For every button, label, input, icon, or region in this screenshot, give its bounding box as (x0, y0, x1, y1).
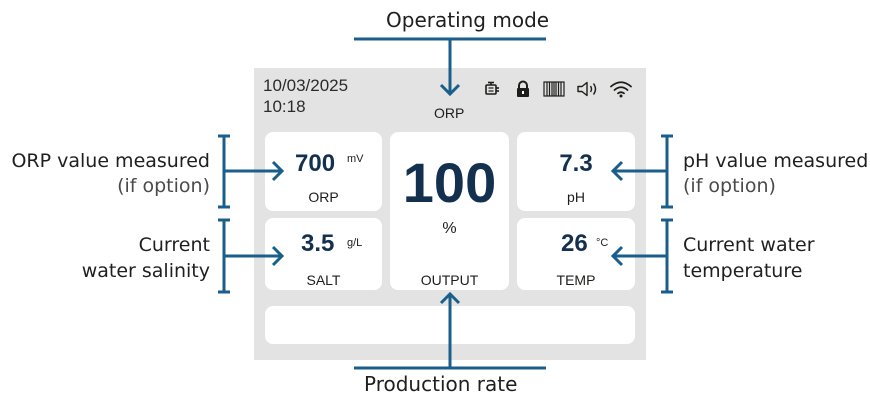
operating-mode-callout: Operating mode (386, 8, 550, 32)
date-readout: 10/03/2025 (263, 76, 349, 95)
production-rate-callout: Production rate (364, 372, 518, 396)
cell-icon (543, 80, 565, 98)
output-label: OUTPUT (420, 272, 479, 288)
temp-callout-line2: temperature (683, 260, 803, 282)
salt-unit: g/L (347, 237, 363, 249)
salt-label: SALT (306, 272, 341, 288)
temp-tile: 26 °C TEMP (517, 218, 635, 290)
orp-label: ORP (308, 189, 339, 205)
output-tile: 100 % OUTPUT (390, 132, 509, 290)
output-unit: % (442, 220, 457, 237)
output-value: 100 (402, 151, 497, 214)
ph-label: pH (567, 189, 585, 205)
salinity-callout-line1: Current (138, 234, 210, 256)
temp-label: TEMP (556, 272, 596, 288)
orp-value: 700 (295, 150, 336, 177)
orp-tile: 700 mV ORP (265, 132, 382, 211)
temp-value: 26 (561, 230, 588, 257)
orp-unit: mV (347, 153, 364, 165)
wifi-icon (609, 80, 633, 98)
message-bar (265, 306, 635, 344)
salt-tile: 3.5 g/L SALT (265, 218, 382, 290)
lock-icon (514, 80, 532, 98)
salt-value: 3.5 (301, 230, 335, 257)
temp-callout-line1: Current water (683, 234, 815, 256)
orp-option-callout: (if option) (117, 175, 210, 197)
time-readout: 10:18 (263, 97, 306, 116)
ph-measured-callout: pH value measured (683, 150, 869, 172)
speaker-icon (576, 80, 602, 98)
ph-tile: 7.3 pH (517, 132, 635, 211)
device-screen: 10/03/2025 10:18 ORP 700 mV ORP 3.5 g/L … (254, 68, 646, 360)
salinity-callout-line2: water salinity (81, 260, 210, 282)
operating-mode-value: ORP (434, 105, 465, 121)
ph-option-callout: (if option) (683, 175, 776, 197)
ph-value: 7.3 (559, 150, 593, 177)
temp-unit: °C (596, 237, 609, 249)
pump-icon (483, 80, 501, 98)
orp-measured-callout: ORP value measured (11, 150, 210, 172)
